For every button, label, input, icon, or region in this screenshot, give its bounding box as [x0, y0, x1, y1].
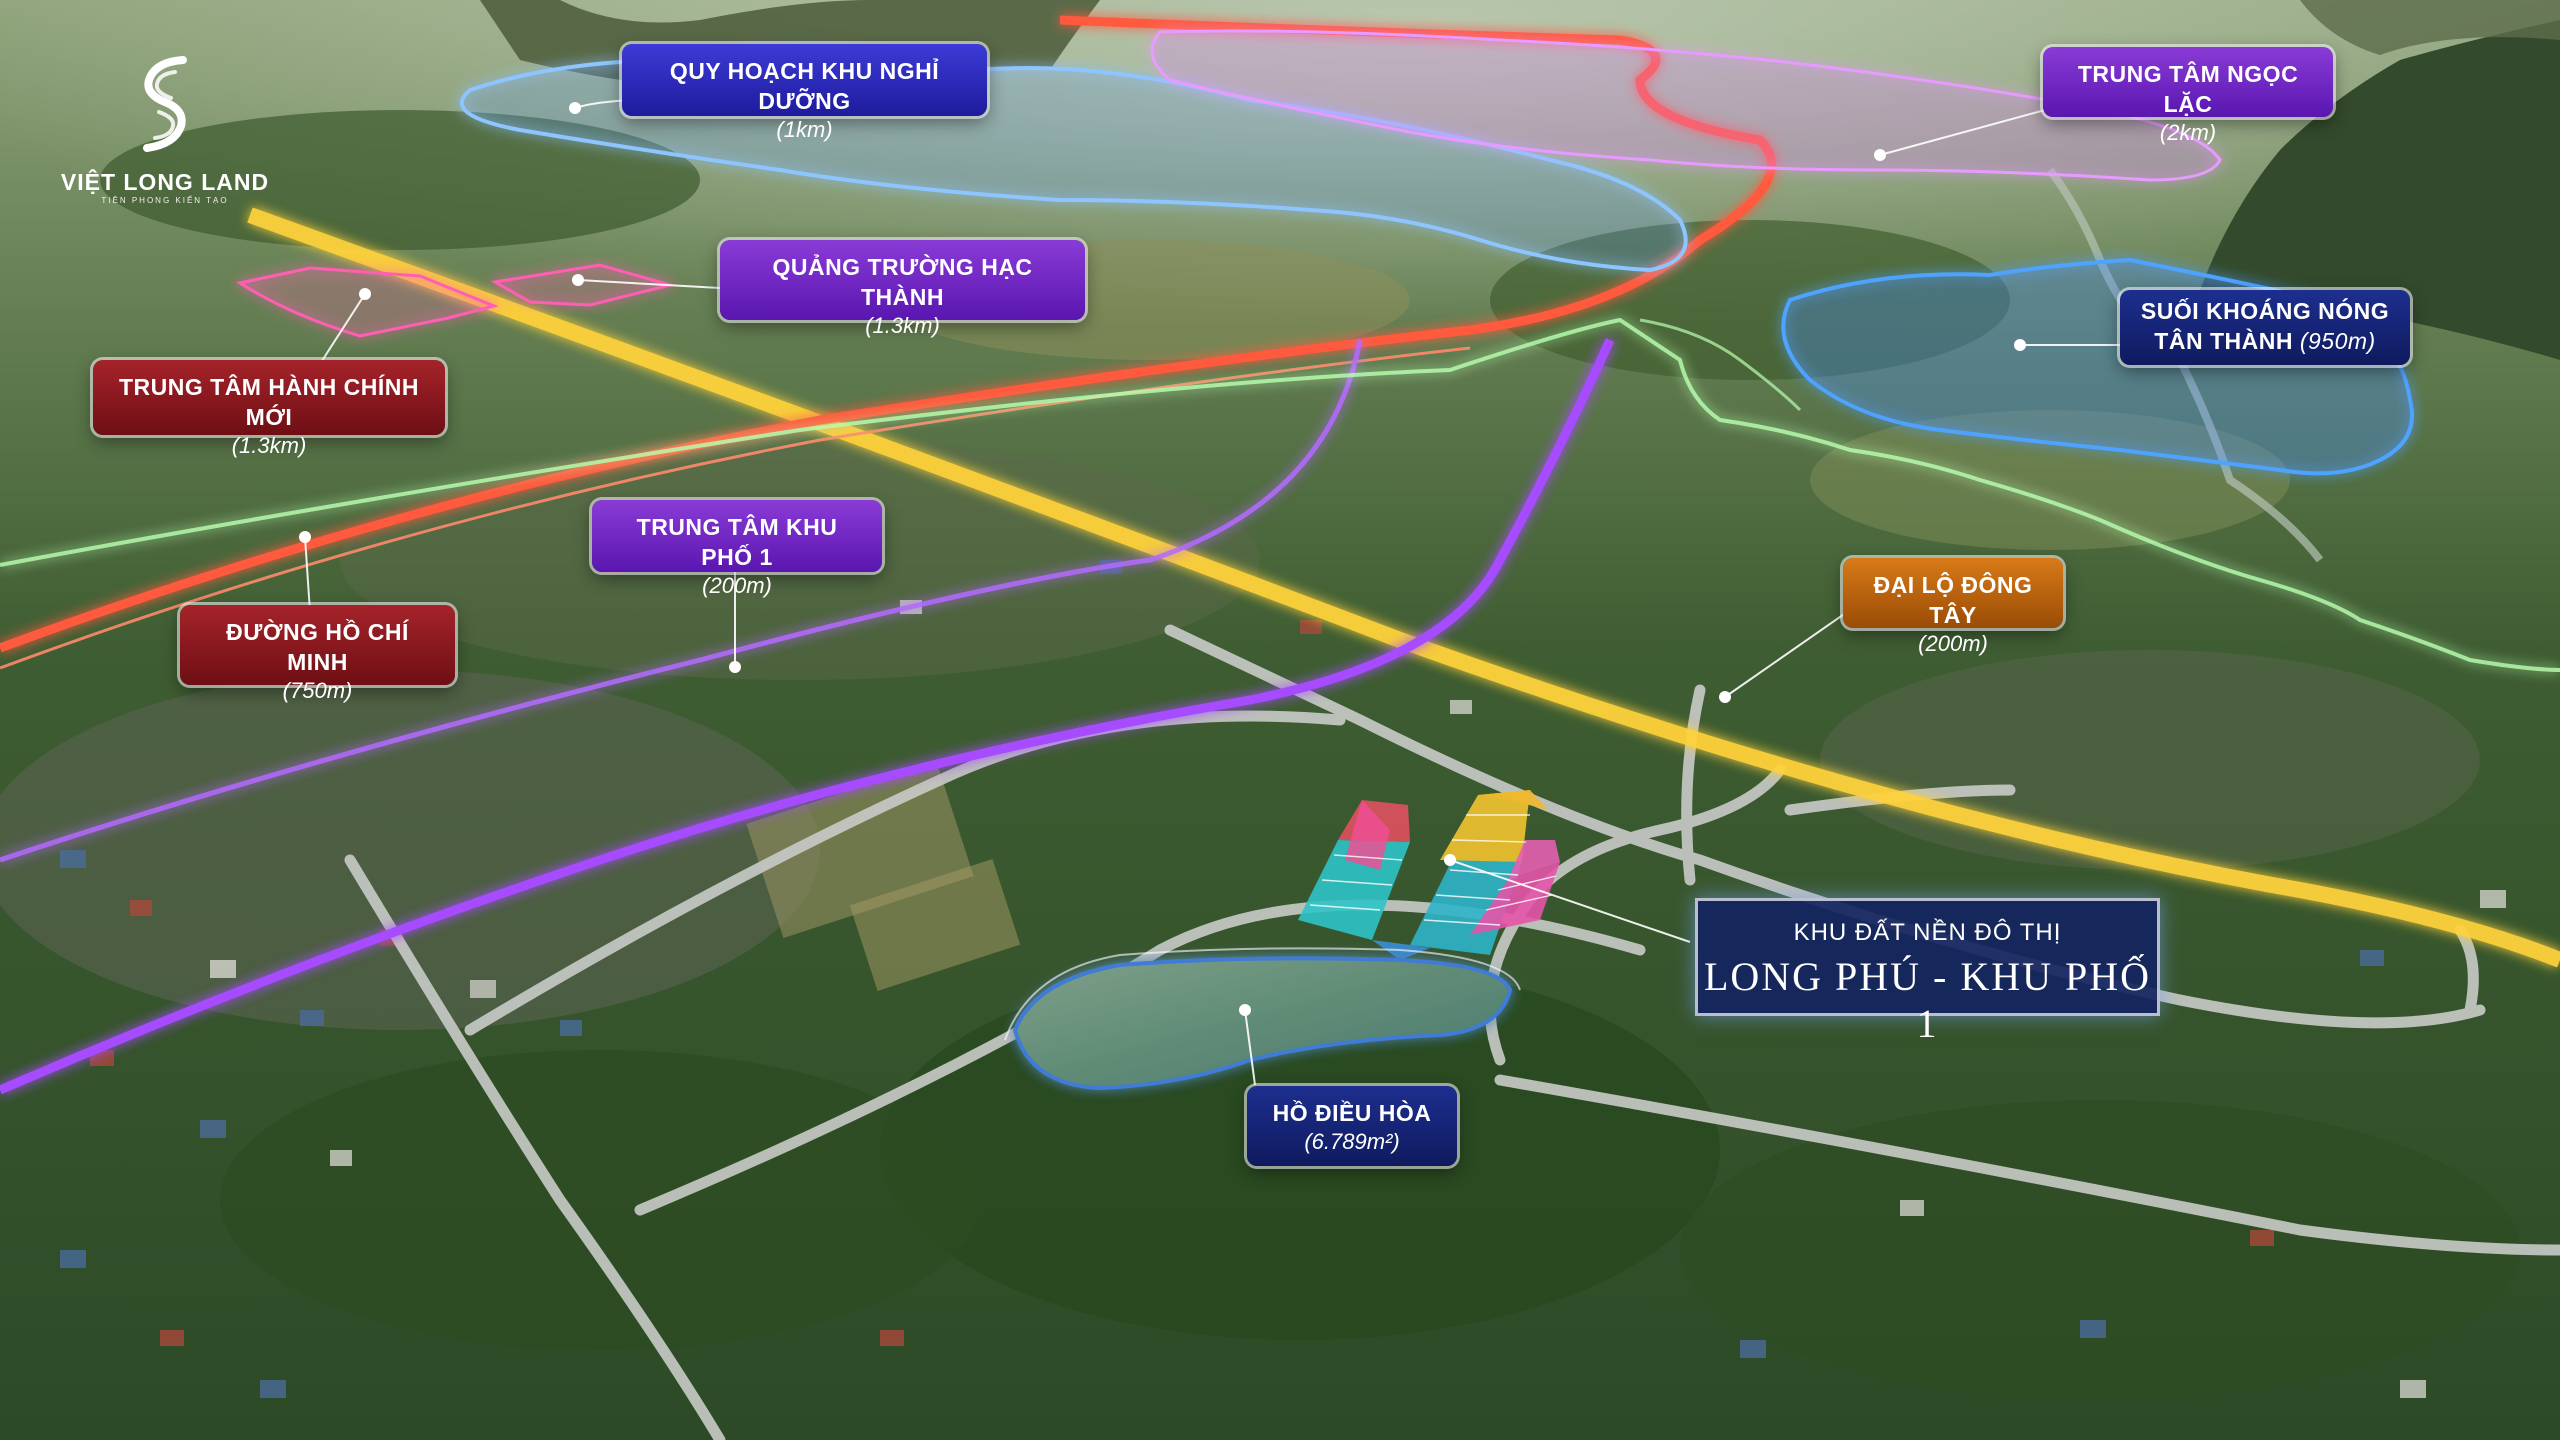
mountain-right: [2200, 20, 2560, 360]
village-patch: [1820, 650, 2480, 870]
ngoc-lac-zone: [1150, 29, 2222, 182]
callout-distance: (200m): [702, 573, 772, 598]
village-patch: [0, 670, 820, 1030]
callout-distance: (1.3km): [231, 433, 307, 458]
purple-route-secondary: [0, 339, 1363, 863]
callout-khu-pho[interactable]: TRUNG TÂM KHU PHỐ 1 (200m): [592, 500, 882, 598]
callout-dong-tay[interactable]: ĐẠI LỘ ĐÔNG TÂY (200m): [1843, 558, 2063, 656]
green-boundary-north: [1639, 318, 1802, 412]
project-subtitle: KHU ĐẤT NỀN ĐÔ THỊ: [1793, 919, 2062, 946]
village-roofs: [60, 560, 2506, 1398]
brand-logo: VIỆT LONG LAND TIÊN PHONG KIẾN TẠO: [55, 52, 275, 212]
dong-tay-route: [247, 207, 2560, 968]
callout-hanh-chinh[interactable]: TRUNG TÂM HÀNH CHÍNH MỚI (1.3km): [93, 360, 445, 458]
callout-title: ĐẠI LỘ ĐÔNG TÂY: [1873, 572, 2033, 628]
brand-name: VIỆT LONG LAND: [60, 169, 270, 195]
lake-rim: [1004, 947, 1521, 1041]
plot-block-magenta: [1508, 840, 1560, 880]
plot-block-pink: [1345, 800, 1390, 870]
forest-patch: [1680, 1100, 2520, 1400]
callout-distance: (1.3km): [865, 313, 940, 338]
forest-patch: [220, 1050, 980, 1350]
plot-block-teal: [1410, 860, 1522, 955]
callout-title: QUẢNG TRƯỜNG HẠC THÀNH: [772, 254, 1033, 310]
callout-title: HỒ ĐIỀU HÒA: [1272, 1100, 1432, 1126]
mountain-far-right: [2300, 0, 2560, 55]
project-plots: [1298, 790, 1560, 960]
callout-ho-chi-minh[interactable]: ĐƯỜNG HỒ CHÍ MINH (750m): [180, 605, 455, 703]
dieu-hoa-lake: [1012, 956, 1513, 1091]
hanh-chinh-zone: [236, 266, 499, 338]
callout-dieu-hoa[interactable]: HỒ ĐIỀU HÒA (6.789m²): [1247, 1086, 1457, 1166]
callout-title: TRUNG TÂM HÀNH CHÍNH MỚI: [118, 374, 420, 430]
connector-dots: [299, 102, 2026, 1016]
callout-title: TRUNG TÂM KHU PHỐ 1: [636, 514, 838, 570]
hac-thanh-zone: [490, 263, 676, 307]
callout-distance: (950m): [2299, 328, 2376, 354]
callout-distance: (2km): [2159, 120, 2217, 145]
plot-block-yellow: [1440, 790, 1530, 862]
callout-title: QUY HOẠCH KHU NGHỈ DƯỠNG: [669, 58, 940, 114]
project-main-label[interactable]: KHU ĐẤT NỀN ĐÔ THỊ LONG PHÚ - KHU PHỐ 1: [1695, 898, 2160, 1046]
callout-distance: (750m): [282, 678, 353, 703]
callout-title: ĐƯỜNG HỒ CHÍ MINH: [226, 619, 409, 675]
ho-chi-minh-route: [0, 15, 1776, 653]
callout-ngoc-lac[interactable]: TRUNG TÂM NGỌC LẶC (2km): [2043, 47, 2333, 145]
stylized-s-logo-icon: [143, 56, 187, 152]
green-boundary: [0, 317, 2560, 672]
plot-block-teal: [1298, 840, 1410, 940]
brand-tagline: TIÊN PHONG KIẾN TẠO: [101, 196, 229, 205]
callout-hac-thanh[interactable]: QUẢNG TRƯỜNG HẠC THÀNH (1.3km): [720, 240, 1085, 338]
connector-lines: [299, 98, 2120, 1086]
project-title: LONG PHÚ - KHU PHỐ 1: [1703, 954, 2152, 1046]
callout-resort[interactable]: QUY HOẠCH KHU NGHỈ DƯỠNG (1km): [622, 44, 987, 142]
rice-field: [849, 859, 1021, 991]
callout-distance: (1km): [776, 117, 833, 142]
purple-route-main: [0, 338, 1615, 1095]
callout-title: TRUNG TÂM NGỌC LẶC: [2077, 61, 2299, 117]
plot-block-yellow: [1478, 790, 1548, 810]
callout-distance: (6.789m²): [1304, 1129, 1400, 1154]
callout-distance: (200m): [1918, 631, 1988, 656]
callout-title: SUỐI KHOÁNG NÓNG: [2140, 298, 2390, 324]
callout-title-line2: TÂN THÀNH (950m): [2132, 326, 2398, 356]
callout-title2: TÂN THÀNH: [2154, 328, 2293, 354]
callout-suoi-khoang[interactable]: SUỐI KHOÁNG NÓNG TÂN THÀNH (950m): [2120, 290, 2410, 365]
ho-chi-minh-route-twin: [0, 346, 1471, 670]
